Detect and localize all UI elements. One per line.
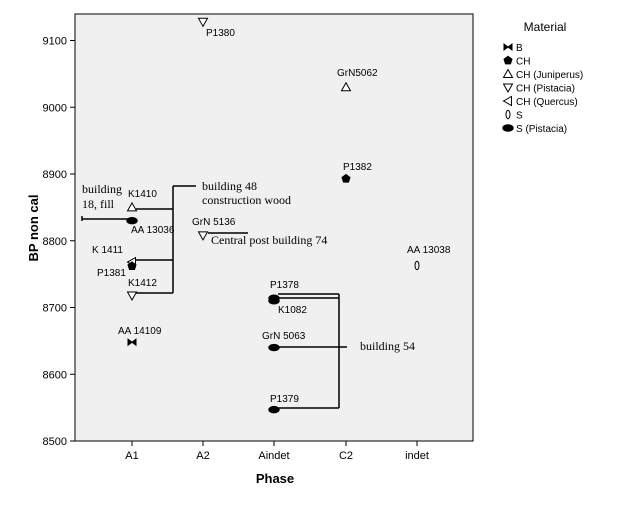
- y-tick-label: 8600: [43, 369, 67, 381]
- y-tick-label: 8900: [43, 169, 67, 181]
- point-label: AA 14109: [118, 326, 162, 337]
- legend-marker-ellipse: [502, 124, 514, 132]
- legend-entry: CH (Quercus): [502, 95, 578, 108]
- point-label: P1380: [206, 28, 235, 39]
- data-point-triangle-down: [197, 17, 209, 28]
- data-point-triangle-up: [340, 81, 352, 92]
- legend-entry: S (Pistacia): [502, 124, 567, 135]
- y-tick-label: 9100: [43, 36, 67, 48]
- data-point-ellipse: [268, 297, 280, 305]
- point-label: K 1411: [92, 245, 123, 256]
- data-point-ellipse: [268, 405, 280, 414]
- legend-label: B: [516, 43, 523, 54]
- legend-label: CH (Quercus): [516, 97, 578, 108]
- point-label: GrN 5136: [192, 217, 236, 228]
- point-label: AA 13038: [407, 245, 451, 256]
- legend-label: CH (Juniperus): [516, 70, 583, 81]
- point-label: P1382: [343, 162, 372, 173]
- data-point-ellipse: [126, 217, 138, 225]
- data-point-triangle-down: [126, 291, 138, 302]
- legend-label: S: [516, 111, 523, 122]
- legend-marker-triangle-down: [502, 83, 514, 94]
- legend-title: Material: [524, 20, 567, 34]
- legend-label: CH (Pistacia): [516, 84, 575, 95]
- annotation-text: building 54: [360, 339, 415, 353]
- y-axis-title: BP non cal: [26, 195, 41, 262]
- legend-label: S (Pistacia): [516, 124, 567, 135]
- y-tick-label: 8700: [43, 303, 67, 315]
- legend-entry: CH: [503, 55, 530, 68]
- legend-label: CH: [516, 57, 530, 68]
- data-point-pentagon: [341, 173, 351, 183]
- x-tick-label: A1: [125, 450, 138, 462]
- legend-entry: CH (Pistacia): [502, 83, 575, 95]
- data-point-pentagon: [127, 261, 137, 270]
- y-tick-label: 9000: [43, 102, 67, 114]
- data-point-triangle-up: [126, 201, 138, 212]
- x-axis-title: Phase: [256, 471, 294, 486]
- legend-marker-ring: [505, 109, 511, 120]
- legend-marker-bowtie: [503, 43, 513, 51]
- legend-entry: CH (Juniperus): [502, 68, 583, 81]
- point-label: GrN 5063: [262, 331, 306, 342]
- plot-area: [74, 13, 474, 442]
- data-point-bowtie: [127, 338, 137, 347]
- legend-marker-triangle-up: [502, 68, 514, 78]
- y-tick-label: 8800: [43, 236, 67, 248]
- data-point-ring: [414, 260, 420, 271]
- legend-entry: S: [505, 109, 523, 122]
- x-tick-label: Aindet: [258, 450, 289, 462]
- point-label: GrN5062: [337, 68, 378, 79]
- x-tick-label: A2: [196, 450, 209, 462]
- point-label: P1379: [270, 394, 299, 405]
- x-tick-label: indet: [405, 450, 429, 462]
- point-label: K1412: [128, 278, 157, 289]
- annotation-text: Central post building 74: [211, 233, 327, 247]
- legend-marker-triangle-left: [502, 95, 512, 107]
- point-label: K1410: [128, 189, 157, 200]
- point-label: K1082: [278, 305, 307, 316]
- data-point-triangle-down: [197, 231, 209, 241]
- point-label: P1378: [270, 280, 299, 291]
- data-point-ellipse: [268, 343, 280, 352]
- point-label: P1381: [97, 268, 126, 279]
- x-tick-label: C2: [339, 450, 353, 462]
- legend-marker-pentagon: [503, 55, 513, 65]
- y-tick-label: 8500: [43, 436, 67, 448]
- point-label: AA 13036: [131, 225, 175, 236]
- legend-entry: B: [503, 43, 523, 54]
